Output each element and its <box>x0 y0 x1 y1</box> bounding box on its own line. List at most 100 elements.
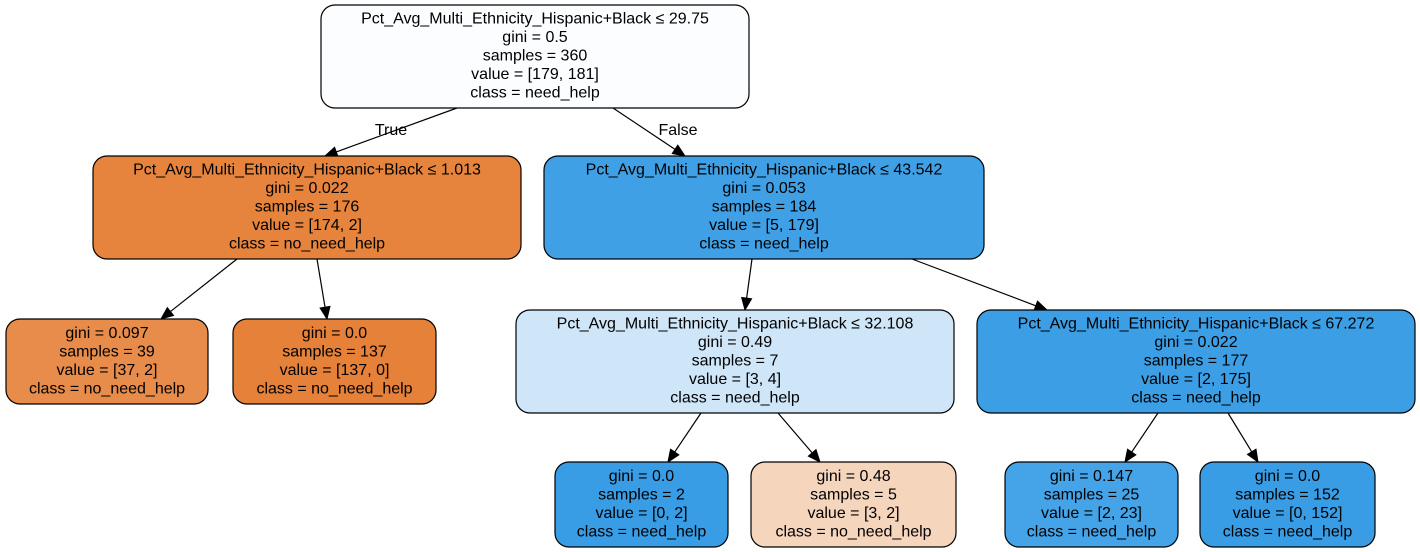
node-text-line: class = need_help <box>1131 390 1261 407</box>
edge-line <box>170 258 238 313</box>
tree-node-n2: Pct_Avg_Multi_Ethnicity_Hispanic+Black ≤… <box>543 155 985 260</box>
node-text-line: class = need_help <box>699 236 829 253</box>
edge-line <box>612 107 676 150</box>
node-text-line: class = need_help <box>1223 523 1353 540</box>
node-text-line: class = need_help <box>1027 523 1157 540</box>
edge-n0-n2: False <box>612 107 698 157</box>
node-text-line: value = [5, 179] <box>709 217 819 234</box>
node-text-line: value = [137, 0] <box>280 362 390 379</box>
node-text-line: value = [2, 175] <box>1141 371 1251 388</box>
node-text-line: class = no_need_help <box>229 236 385 253</box>
node-text-line: samples = 177 <box>1144 353 1249 370</box>
node-text-line: gini = 0.053 <box>722 180 805 197</box>
node-box <box>543 155 985 260</box>
arrowhead-icon <box>319 305 331 321</box>
node-box <box>320 4 750 109</box>
node-text-line: samples = 2 <box>598 486 685 503</box>
node-text-line: gini = 0.5 <box>502 29 567 46</box>
tree-node-n6: Pct_Avg_Multi_Ethnicity_Hispanic+Black ≤… <box>976 309 1416 414</box>
node-text-line: samples = 176 <box>255 199 360 216</box>
arrowhead-icon <box>807 448 821 463</box>
edge-n1-n4 <box>316 258 331 321</box>
node-text-line: class = need_help <box>470 85 600 102</box>
arrowhead-icon <box>1124 448 1137 464</box>
edge-line <box>777 412 813 454</box>
node-text-line: value = [2, 23] <box>1041 505 1142 522</box>
node-text-line: value = [3, 2] <box>807 505 899 522</box>
edges-layer: True False <box>159 107 1259 464</box>
node-box <box>92 155 522 260</box>
node-text-line: value = [174, 2] <box>252 217 362 234</box>
edge-n0-n1: True <box>323 107 458 158</box>
arrowhead-icon <box>741 296 753 312</box>
node-text-line: value = [0, 2] <box>595 505 687 522</box>
arrowhead-icon <box>667 448 680 464</box>
edge-line <box>674 412 702 453</box>
node-text-line: samples = 184 <box>712 199 817 216</box>
node-box <box>1199 461 1376 548</box>
edge-label: False <box>658 122 697 139</box>
node-text-line: class = no_need_help <box>256 380 412 397</box>
node-box <box>976 309 1416 414</box>
node-text-line: Pct_Avg_Multi_Ethnicity_Hispanic+Black ≤… <box>361 11 709 28</box>
node-text-line: samples = 39 <box>59 343 155 360</box>
node-text-line: Pct_Avg_Multi_Ethnicity_Hispanic+Black ≤… <box>1018 316 1375 333</box>
node-text-line: value = [0, 152] <box>1233 505 1343 522</box>
edge-line <box>1227 412 1253 453</box>
arrowhead-icon <box>323 146 339 158</box>
node-text-line: class = no_need_help <box>775 523 931 540</box>
edge-n1-n3 <box>159 258 238 320</box>
node-box <box>5 318 209 405</box>
node-text-line: gini = 0.147 <box>1050 468 1133 485</box>
tree-node-n5: Pct_Avg_Multi_Ethnicity_Hispanic+Black ≤… <box>515 309 955 414</box>
edge-n5-n7 <box>667 412 702 464</box>
node-text-line: gini = 0.022 <box>265 180 348 197</box>
node-text-line: value = [37, 2] <box>57 362 158 379</box>
node-text-line: value = [179, 181] <box>471 66 599 83</box>
node-text-line: gini = 0.0 <box>1255 468 1320 485</box>
node-box <box>1004 461 1179 548</box>
edge-line <box>911 258 1036 307</box>
nodes-layer: Pct_Avg_Multi_Ethnicity_Hispanic+Black ≤… <box>5 4 1416 548</box>
edge-line <box>1131 412 1159 453</box>
arrowhead-icon <box>1246 448 1259 464</box>
node-text-line: Pct_Avg_Multi_Ethnicity_Hispanic+Black ≤… <box>133 162 481 179</box>
arrowhead-icon <box>159 306 175 320</box>
edge-line <box>336 107 458 153</box>
node-text-line: samples = 25 <box>1044 486 1140 503</box>
node-text-line: class = need_help <box>670 390 800 407</box>
node-text-line: samples = 5 <box>810 486 897 503</box>
node-text-line: samples = 137 <box>282 343 387 360</box>
node-text-line: gini = 0.0 <box>609 468 674 485</box>
node-text-line: gini = 0.0 <box>302 325 367 342</box>
node-text-line: samples = 360 <box>483 48 588 65</box>
node-text-line: gini = 0.49 <box>698 334 772 351</box>
edge-label: True <box>375 122 407 139</box>
node-text-line: class = need_help <box>577 523 707 540</box>
node-box <box>232 318 437 405</box>
node-box <box>515 309 955 414</box>
edge-n2-n6 <box>911 258 1049 311</box>
edge-line <box>746 258 753 299</box>
node-text-line: value = [3, 4] <box>689 371 781 388</box>
arrowhead-icon <box>1033 300 1049 311</box>
node-text-line: Pct_Avg_Multi_Ethnicity_Hispanic+Black ≤… <box>557 316 914 333</box>
node-box <box>750 461 957 548</box>
node-text-line: gini = 0.022 <box>1154 334 1237 351</box>
tree-node-n1: Pct_Avg_Multi_Ethnicity_Hispanic+Black ≤… <box>92 155 522 260</box>
edge-line <box>316 258 326 308</box>
node-box <box>554 461 729 548</box>
node-text-line: samples = 152 <box>1235 486 1340 503</box>
arrowhead-icon <box>671 144 687 157</box>
tree-node-n0: Pct_Avg_Multi_Ethnicity_Hispanic+Black ≤… <box>320 4 750 109</box>
edge-n6-n9 <box>1124 412 1159 464</box>
node-text-line: gini = 0.097 <box>65 325 148 342</box>
node-text-line: samples = 7 <box>692 353 779 370</box>
